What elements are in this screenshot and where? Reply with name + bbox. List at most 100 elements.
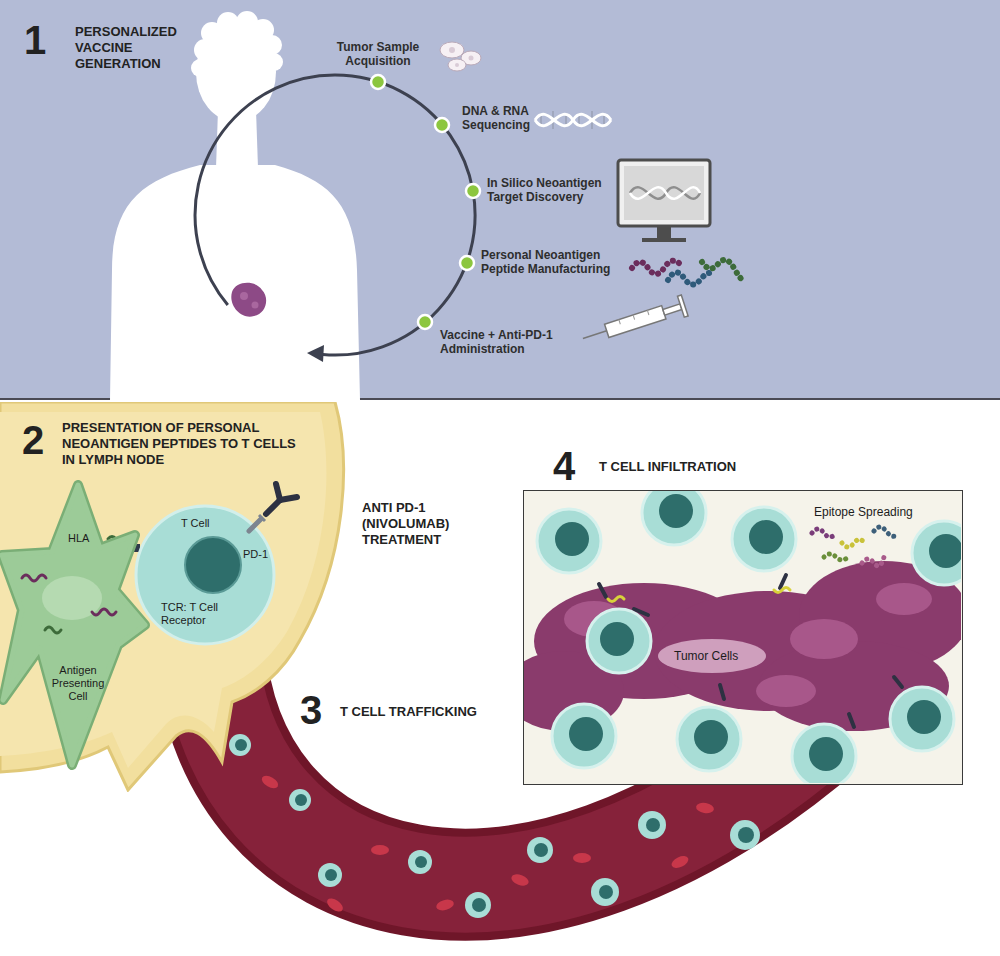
panel-heading: PRESENTATION OF PERSONAL NEOANTIGEN PEPT… bbox=[62, 420, 302, 468]
path-shape bbox=[862, 557, 884, 566]
ellipse-shape bbox=[658, 639, 766, 673]
treatment-label: ANTI PD-1 (NIVOLUMAB) TREATMENT bbox=[362, 500, 474, 548]
g-shape bbox=[632, 260, 744, 285]
ellipse-shape bbox=[325, 896, 345, 915]
path-shape bbox=[0, 412, 326, 768]
path-shape bbox=[842, 539, 866, 547]
step-label: Tumor Sample Acquisition bbox=[318, 40, 438, 68]
callout-number: 4 bbox=[553, 446, 589, 486]
art-apc bbox=[0, 480, 165, 770]
line-shape bbox=[583, 331, 607, 339]
circle-shape bbox=[638, 811, 666, 839]
g-shape bbox=[608, 588, 790, 602]
g-shape bbox=[266, 484, 297, 514]
callout-number: 3 bbox=[300, 690, 336, 730]
path-shape bbox=[22, 575, 46, 581]
circle-shape bbox=[185, 537, 241, 593]
path-shape bbox=[45, 627, 61, 633]
cell-label: Antigen Presenting Cell bbox=[48, 664, 108, 703]
circle-shape bbox=[472, 898, 486, 912]
ellipse-shape bbox=[371, 845, 389, 855]
panel-heading: T CELL INFILTRATION bbox=[599, 459, 899, 475]
circle-shape bbox=[677, 707, 741, 771]
g-shape bbox=[564, 583, 932, 707]
circle-shape bbox=[599, 885, 613, 899]
art-p4 bbox=[524, 491, 961, 783]
ellipse-shape bbox=[790, 619, 858, 659]
circle-shape bbox=[252, 302, 259, 309]
path-shape bbox=[668, 272, 714, 284]
receptor-label: PD-1 bbox=[243, 548, 273, 561]
circle-shape bbox=[552, 704, 616, 768]
ellipse-shape bbox=[670, 854, 691, 871]
path-shape bbox=[535, 114, 611, 126]
ellipse-shape bbox=[756, 675, 816, 707]
path-shape bbox=[110, 165, 360, 400]
step-label: Personal Neoantigen Peptide Manufacturin… bbox=[481, 248, 623, 276]
polygon-shape bbox=[307, 345, 324, 362]
lymph-node: PRESENTATION OF PERSONAL NEOANTIGEN PEPT… bbox=[0, 402, 360, 792]
circle-shape bbox=[418, 315, 432, 329]
g-shape bbox=[440, 42, 481, 71]
receptor-label: HLA bbox=[68, 532, 96, 545]
circle-shape bbox=[730, 820, 760, 850]
line-shape bbox=[633, 315, 635, 320]
circle-shape bbox=[295, 794, 307, 806]
circle-shape bbox=[534, 843, 548, 857]
circle-shape bbox=[455, 63, 459, 67]
circle-shape bbox=[415, 856, 427, 868]
path-shape bbox=[812, 529, 836, 537]
line-shape bbox=[619, 320, 621, 325]
circle-shape bbox=[732, 507, 796, 571]
circle-shape bbox=[136, 506, 274, 644]
path-shape bbox=[535, 114, 611, 126]
circle-shape bbox=[659, 494, 693, 528]
step-label: DNA & RNA Sequencing bbox=[462, 104, 552, 132]
path-shape bbox=[2, 485, 145, 765]
circle-shape bbox=[466, 184, 480, 198]
circle-shape bbox=[469, 56, 474, 61]
step-label: Vaccine + Anti-PD-1 Administration bbox=[440, 328, 568, 356]
circle-shape bbox=[449, 47, 455, 53]
circle-shape bbox=[555, 522, 589, 556]
circle-shape bbox=[600, 622, 634, 656]
path-shape bbox=[0, 402, 343, 790]
ellipse-shape bbox=[196, 22, 276, 122]
path-shape bbox=[702, 260, 744, 280]
path-shape bbox=[824, 554, 848, 560]
callout-number: 1 bbox=[24, 20, 64, 60]
ellipse-shape bbox=[435, 898, 455, 912]
circle-shape bbox=[235, 739, 247, 751]
line-shape bbox=[780, 575, 786, 588]
ellipse-shape bbox=[876, 583, 932, 615]
cell-label: T Cell bbox=[181, 517, 221, 530]
rect-shape bbox=[663, 304, 682, 315]
g-shape bbox=[260, 773, 715, 914]
circle-shape bbox=[591, 878, 619, 906]
circle-shape bbox=[435, 118, 449, 132]
g-shape bbox=[812, 527, 898, 566]
circle-shape bbox=[738, 827, 754, 843]
path-shape bbox=[630, 187, 700, 199]
g-shape bbox=[449, 47, 474, 67]
circle-shape bbox=[289, 789, 311, 811]
infiltration-panel: T CELL INFILTRATIONEpitope SpreadingTumo… bbox=[523, 490, 963, 785]
ellipse-shape bbox=[510, 872, 530, 888]
circle-shape bbox=[408, 850, 432, 874]
region-label: Epitope Spreading bbox=[814, 505, 934, 519]
path-shape bbox=[92, 609, 116, 615]
circle-shape bbox=[537, 509, 601, 573]
circle-shape bbox=[749, 520, 783, 554]
panel-heading: PERSONALIZED VACCINE GENERATION bbox=[75, 24, 205, 72]
path-shape bbox=[630, 187, 700, 199]
path-shape bbox=[874, 527, 898, 536]
g-shape bbox=[537, 491, 961, 783]
line-shape bbox=[249, 519, 261, 531]
rect-shape bbox=[605, 306, 666, 338]
receptor-label: TCR: T Cell Receptor bbox=[161, 601, 225, 627]
circle-shape bbox=[325, 869, 337, 881]
line-shape bbox=[894, 677, 902, 687]
ellipse-shape bbox=[573, 853, 591, 863]
circle-shape bbox=[527, 837, 553, 863]
